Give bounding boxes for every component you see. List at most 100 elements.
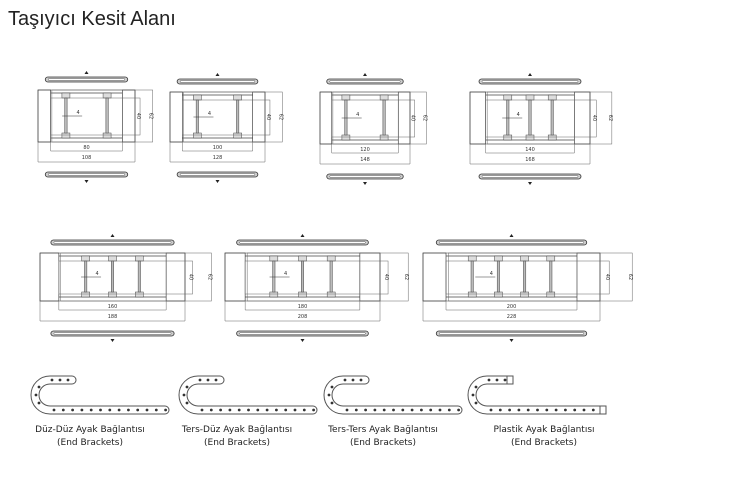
plastic-bracket: [599, 405, 607, 415]
inner-width-label: 160: [108, 304, 118, 310]
chain-pin: [392, 408, 395, 412]
chain-pin: [99, 408, 102, 412]
bottom-crossbar-view-slot: [239, 332, 366, 335]
outer-width-dim: [39, 301, 186, 322]
crossbar: [272, 260, 276, 293]
chain-pin: [591, 408, 595, 412]
outer-height-dim: [448, 252, 633, 302]
chain-body: [30, 375, 170, 415]
crossbar-clip: [341, 134, 351, 141]
inner-width-label: 180: [298, 304, 308, 310]
inner-width-dim: [331, 144, 399, 154]
chain-pin: [545, 408, 549, 412]
bracket-label: Ters-Ters Ayak Bağlantısı: [328, 425, 438, 435]
chain-pin: [154, 408, 158, 412]
chain-pin: [327, 393, 331, 397]
top-crossbar-view-slot: [239, 241, 366, 244]
chain-pin: [237, 408, 241, 412]
chain-pin: [526, 408, 530, 412]
arrow-icon: [528, 73, 532, 76]
bracket-caption-2: Ters-Düz Ayak Bağlantısı(End Brackets): [167, 424, 307, 450]
inner-height-label: 40: [383, 274, 389, 280]
chain-duz-duz: [30, 375, 170, 415]
inner-width-dim: [485, 144, 575, 154]
outer-height-dim: [51, 89, 153, 143]
chain-pin: [495, 378, 499, 382]
crossbar-clip: [233, 132, 242, 139]
crossbar-clip: [298, 255, 307, 262]
outer-width-label: 128: [213, 155, 223, 161]
arrow-icon: [110, 234, 115, 237]
chain-pin: [145, 408, 149, 412]
crossbar-clip: [135, 291, 144, 298]
inner-width-dim: [182, 142, 253, 152]
crossbar-clip: [135, 255, 144, 262]
arrow-icon: [300, 234, 305, 237]
inner-height-dim: [244, 260, 389, 295]
crossbar-clip: [494, 291, 503, 298]
crossbar-clip: [108, 291, 117, 298]
side-plate: [224, 252, 246, 302]
chain-pin: [50, 378, 54, 382]
chain-pin: [256, 408, 260, 412]
crossbar-clip: [379, 134, 389, 141]
crossbar-clip: [546, 255, 556, 262]
marker-label: 4: [208, 111, 211, 117]
inner-width-label: 140: [525, 147, 535, 153]
chain-pin: [117, 408, 121, 412]
crossbar-clip: [269, 291, 279, 298]
crossbar-clip: [467, 255, 477, 262]
inner-height-label: 40: [591, 115, 597, 121]
bracket-label: Ters-Düz Ayak Bağlantısı: [181, 425, 293, 435]
chain-pin: [200, 408, 204, 412]
crossbar-clip: [467, 291, 477, 298]
crossbar-clip: [326, 255, 336, 262]
outer-height-dim: [332, 91, 427, 145]
arrow-icon: [528, 182, 532, 185]
arrow-icon: [110, 339, 115, 342]
chain-pin: [573, 408, 577, 412]
outer-width-dim: [224, 301, 381, 322]
bottom-crossbar-view-slot: [48, 173, 125, 176]
page-title: Taşıyıcı Kesit Alanı: [8, 8, 176, 30]
crossbar-clip: [81, 291, 90, 298]
crossbar-clip: [102, 92, 112, 99]
chain-pin: [185, 385, 189, 389]
chain-pin: [343, 378, 347, 382]
crossbar-clip: [494, 255, 503, 262]
crossbar-clip: [546, 291, 556, 298]
crossbar: [236, 99, 240, 134]
outer-width-dim: [37, 142, 136, 163]
chain-pin: [536, 408, 539, 412]
arrow-icon: [300, 339, 305, 342]
outer-height-dim: [60, 252, 212, 302]
bottom-crossbar-view-slot: [179, 173, 256, 176]
chain-pin: [185, 401, 189, 405]
inner-height-dim: [485, 99, 597, 138]
outer-width-label: 228: [507, 314, 517, 320]
outer-width-label: 108: [82, 155, 92, 161]
crossbar: [549, 260, 553, 293]
outer-height-label: 62: [421, 115, 427, 121]
crossbar-clip: [525, 134, 535, 141]
inner-height-label: 40: [135, 113, 141, 119]
marker-label: 4: [356, 112, 359, 118]
crossbar-clip: [61, 92, 71, 99]
outer-height-label: 62: [607, 115, 613, 121]
bottom-crossbar-view-slot: [481, 175, 579, 178]
arrow-icon: [363, 73, 367, 76]
bracket-label: Plastik Ayak Bağlantısı: [493, 425, 595, 435]
crossbar-clip: [503, 94, 513, 101]
side-plate: [169, 91, 183, 143]
crossbar: [382, 99, 386, 136]
chain-pin: [364, 408, 367, 412]
arrow-icon: [509, 234, 514, 237]
chain-pin: [401, 408, 405, 412]
chain-pin: [247, 408, 250, 412]
arrow-icon: [363, 182, 367, 185]
side-plate: [39, 252, 60, 302]
chain-pin: [330, 401, 334, 405]
